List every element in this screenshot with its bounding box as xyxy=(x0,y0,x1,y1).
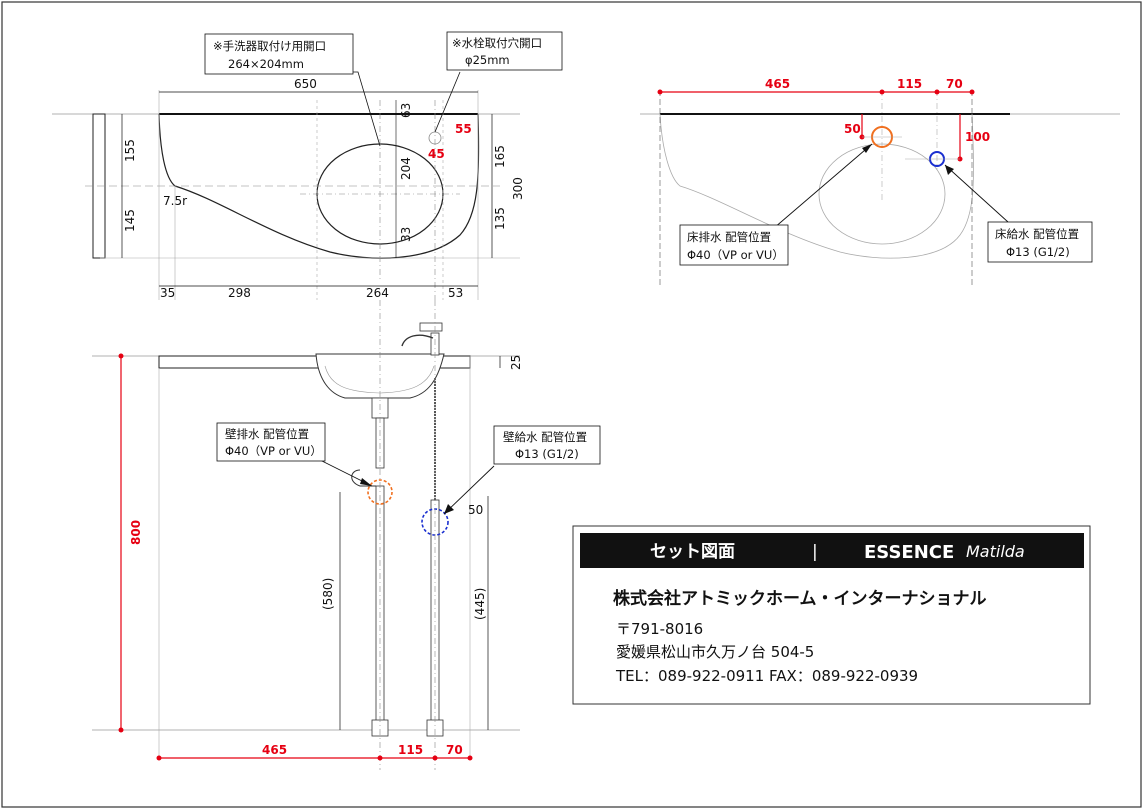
dim-35: 35 xyxy=(160,286,175,300)
right-dim-50: 50 xyxy=(844,122,861,136)
dim-298: 298 xyxy=(228,286,251,300)
leader-faucet xyxy=(434,71,461,133)
right-dim-465: 465 xyxy=(765,77,790,91)
company-name: 株式会社アトミックホーム・インターナショナル xyxy=(613,588,987,609)
dim-7-5r: 7.5r xyxy=(163,194,187,208)
floor-supply-leader xyxy=(944,164,1009,223)
wall-supply-line2: Φ13 (G1/2) xyxy=(515,447,579,461)
wall-drain-line1: 壁排水 配管位置 xyxy=(225,427,309,441)
right-dim-dot-2 xyxy=(879,89,885,95)
dim-650: 650 xyxy=(294,77,317,91)
dim-135: 135 xyxy=(493,207,507,230)
top-plan-view: ※手洗器取付け用開口 264×204mm ※水栓取付穴開口 φ25mm 650 … xyxy=(52,31,563,300)
faucet-note-box xyxy=(446,31,563,71)
right-dim-dot-1 xyxy=(657,89,663,95)
dim-145: 145 xyxy=(123,209,137,232)
wall-supply-leader xyxy=(443,465,495,515)
elev-bottom-dot-1 xyxy=(156,755,162,761)
postal-code: 〒791-8016 xyxy=(616,620,703,638)
counter-outline xyxy=(158,113,480,259)
right-dim-100: 100 xyxy=(965,130,990,144)
wall-drain-marker xyxy=(367,479,393,505)
elev-dim-445: (445) xyxy=(473,588,487,620)
product-name: Matilda xyxy=(966,542,1025,561)
elev-bottom-dot-3 xyxy=(432,755,438,761)
floor-drain-line1: 床排水 配管位置 xyxy=(687,230,771,244)
faucet-note-line1: ※水栓取付穴開口 xyxy=(452,36,542,50)
right-dim-70: 70 xyxy=(946,77,963,91)
contact-info: TEL：089-922-0911 FAX：089-922-0939 xyxy=(615,667,918,685)
elev-dim-25: 25 xyxy=(509,355,523,370)
floor-supply-line1: 床給水 配管位置 xyxy=(995,227,1079,241)
right-dim-115: 115 xyxy=(897,77,922,91)
elev-dim-580: (580) xyxy=(321,578,335,610)
wall-supply-line1: 壁給水 配管位置 xyxy=(503,430,587,444)
open-note-line2: 264×204mm xyxy=(228,57,304,71)
floor-drain-line2: Φ40（VP or VU） xyxy=(687,248,784,262)
elev-supply-pipe xyxy=(430,499,440,723)
elevation-view: 壁排水 配管位置 Φ40（VP or VU） 壁給水 配管位置 Φ13 (G1/… xyxy=(92,300,601,770)
right-counter-outline xyxy=(659,113,974,259)
elev-faucet-handle xyxy=(419,322,443,332)
right-dim-dot-3 xyxy=(934,89,940,95)
right-plan-view: 床排水 配管位置 Φ40（VP or VU） 床給水 配管位置 Φ13 (G1/… xyxy=(640,77,1120,285)
wall-drain-line2: Φ40（VP or VU） xyxy=(225,444,322,458)
title-bar xyxy=(580,533,1084,568)
dim-165: 165 xyxy=(493,145,507,168)
address: 愛媛県松山市久万ノ台 504-5 xyxy=(616,643,814,661)
title-separator: | xyxy=(812,542,818,562)
floor-supply-box xyxy=(987,221,1093,263)
dim-204: 204 xyxy=(399,157,413,180)
elev-dim-465: 465 xyxy=(262,743,287,757)
elev-bottom-dot-4 xyxy=(467,755,473,761)
elev-trap-curve xyxy=(351,469,376,487)
floor-supply-arrow xyxy=(945,165,954,175)
elev-dim-800-dot-bottom xyxy=(118,727,124,733)
elev-dim-50: 50 xyxy=(468,503,483,517)
elev-dim-800: 800 xyxy=(129,520,143,545)
elev-dim-70: 70 xyxy=(446,743,463,757)
set-label: セット図面 xyxy=(650,542,735,562)
wall-drain-arrow xyxy=(360,478,372,486)
brand-name: ESSENCE xyxy=(864,542,954,563)
floor-drain-leader xyxy=(773,143,873,229)
elev-dim-115: 115 xyxy=(398,743,423,757)
dim-300: 300 xyxy=(511,177,525,200)
elev-faucet-spout xyxy=(401,334,434,347)
dim-63: 63 xyxy=(399,103,413,118)
right-dim-dot-4 xyxy=(969,89,975,95)
wall-drain-box xyxy=(216,422,326,462)
elev-basin-bowl xyxy=(315,353,445,399)
elev-bottom-dot-2 xyxy=(377,755,383,761)
open-note-box xyxy=(204,33,354,75)
title-block: セット図面 | ESSENCE Matilda 株式会社アトミックホーム・インタ… xyxy=(572,525,1091,705)
dim-33: 33 xyxy=(399,227,413,242)
dim-55: 55 xyxy=(455,122,472,136)
dim-155: 155 xyxy=(123,139,137,162)
floor-drain-box xyxy=(679,224,789,266)
dim-45: 45 xyxy=(428,147,445,161)
elev-dim-800-dot-top xyxy=(118,353,124,359)
open-note-line1: ※手洗器取付け用開口 xyxy=(213,39,326,53)
dim-264: 264 xyxy=(366,286,389,300)
faucet-note-line2: φ25mm xyxy=(465,53,510,67)
wall-supply-arrow xyxy=(444,504,454,514)
floor-drain-arrow xyxy=(862,144,872,153)
floor-supply-line2: Φ13 (G1/2) xyxy=(1006,245,1070,259)
wall-supply-box xyxy=(493,425,601,465)
dim-53: 53 xyxy=(448,286,463,300)
